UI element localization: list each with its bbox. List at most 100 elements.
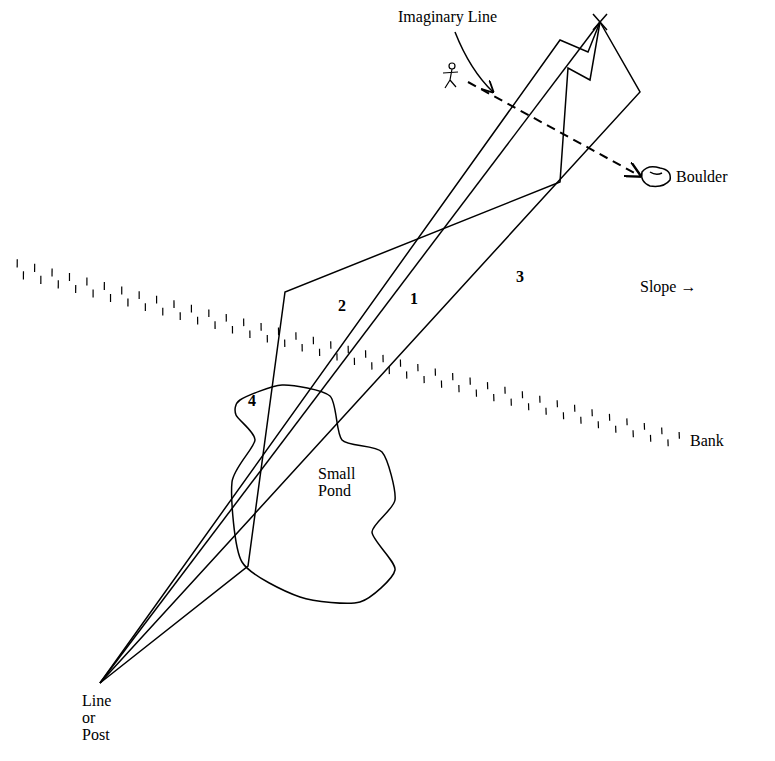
hatch-stroke <box>284 340 285 348</box>
hatch-stroke <box>406 371 407 378</box>
post-label: Line or Post <box>82 692 122 743</box>
hatch-stroke <box>34 264 35 272</box>
hatch-stroke <box>17 259 18 267</box>
hatch-stroke <box>145 303 146 311</box>
hatch-stroke <box>139 291 140 299</box>
hatch-stroke <box>626 418 627 425</box>
line-number: 2 <box>338 297 346 314</box>
hatch-stroke <box>452 373 453 380</box>
hatch-stroke <box>545 408 546 415</box>
line-number: 1 <box>410 290 418 307</box>
slope-label: Slope → <box>640 278 696 295</box>
hatch-stroke <box>301 344 302 351</box>
callout-label: Imaginary Line <box>398 8 497 25</box>
person-figure <box>443 63 458 88</box>
hatch-stroke <box>313 337 314 344</box>
hatch-stroke <box>609 414 610 421</box>
hatch-stroke <box>110 294 111 302</box>
hatch-stroke <box>295 332 296 340</box>
hatch-stroke <box>191 305 192 313</box>
hatch-stroke <box>267 335 268 343</box>
hatch-stroke <box>493 394 494 401</box>
hatch-stroke <box>371 362 372 369</box>
hatch-stroke <box>435 369 436 376</box>
hatch-stroke <box>40 276 41 284</box>
traverse-line-3 <box>100 22 640 683</box>
hatch-stroke <box>563 412 564 419</box>
hatch-stroke <box>93 289 94 297</box>
hatch-stroke <box>574 405 575 412</box>
hatch-stroke <box>650 435 651 442</box>
hatch-stroke <box>330 341 331 348</box>
hatch-stroke <box>156 296 157 304</box>
hatch-stroke <box>661 427 662 434</box>
hatch-stroke <box>510 399 511 406</box>
pond-shape <box>228 380 403 608</box>
hatch-stroke <box>162 308 163 316</box>
hatch-stroke <box>319 349 320 356</box>
traverse-line-4 <box>100 22 600 683</box>
boulder <box>642 167 671 187</box>
pond-border <box>232 385 395 603</box>
hatch-stroke <box>104 282 105 290</box>
hatch-stroke <box>348 346 349 353</box>
pond-label: Small Pond <box>318 465 378 499</box>
hatch-stroke <box>75 285 76 293</box>
hatch-stroke <box>679 432 680 439</box>
hatch-stroke <box>598 421 599 428</box>
hatch-stroke <box>260 323 261 331</box>
hatch-stroke <box>365 350 366 357</box>
hatch-stroke <box>278 328 279 336</box>
hatch-stroke <box>249 330 250 338</box>
hatch-stroke <box>644 423 645 430</box>
target-mark <box>593 14 607 30</box>
bank-hatching <box>17 259 679 446</box>
hatch-stroke <box>243 318 244 326</box>
hatch-stroke <box>423 376 424 383</box>
hatch-stroke <box>487 382 488 389</box>
hatch-stroke <box>86 278 87 286</box>
hatch-stroke <box>528 403 529 410</box>
hatch-stroke <box>173 300 174 308</box>
hatch-stroke <box>180 312 181 320</box>
hatch-stroke <box>58 280 59 288</box>
pond-outline: Small Pond <box>228 380 403 608</box>
hatch-stroke <box>400 359 401 366</box>
hatch-stroke <box>127 299 128 307</box>
hatch-stroke <box>208 309 209 317</box>
hatch-stroke <box>417 364 418 371</box>
callout-label: Boulder <box>676 168 728 185</box>
hatch-stroke <box>476 390 477 397</box>
leader-arrow <box>455 32 493 92</box>
hatch-stroke <box>667 439 668 446</box>
imaginary-line <box>468 82 640 176</box>
hatch-stroke <box>557 400 558 407</box>
hatch-stroke <box>336 353 337 360</box>
hatch-stroke <box>214 321 215 329</box>
hatch-stroke <box>458 385 459 392</box>
hatch-stroke <box>580 417 581 424</box>
hatch-stroke <box>469 378 470 385</box>
bank-label: Bank <box>690 432 724 449</box>
hatch-stroke <box>354 358 355 365</box>
hatch-stroke <box>232 326 233 334</box>
hatch-stroke <box>226 314 227 322</box>
hatch-stroke <box>197 317 198 325</box>
traverse-line-2 <box>100 22 600 683</box>
hatch-stroke <box>632 430 633 437</box>
hatch-stroke <box>389 367 390 374</box>
line-number: 3 <box>516 268 524 285</box>
hatch-stroke <box>615 426 616 433</box>
hatch-stroke <box>69 273 70 281</box>
hatch-stroke <box>522 391 523 398</box>
hatch-stroke <box>504 387 505 394</box>
hatch-stroke <box>539 396 540 403</box>
hatch-stroke <box>591 409 592 416</box>
traverse-line-1 <box>100 22 600 683</box>
hatch-stroke <box>51 268 52 276</box>
hatch-stroke <box>121 287 122 295</box>
hatch-stroke <box>23 271 24 279</box>
hatch-stroke <box>441 380 442 387</box>
